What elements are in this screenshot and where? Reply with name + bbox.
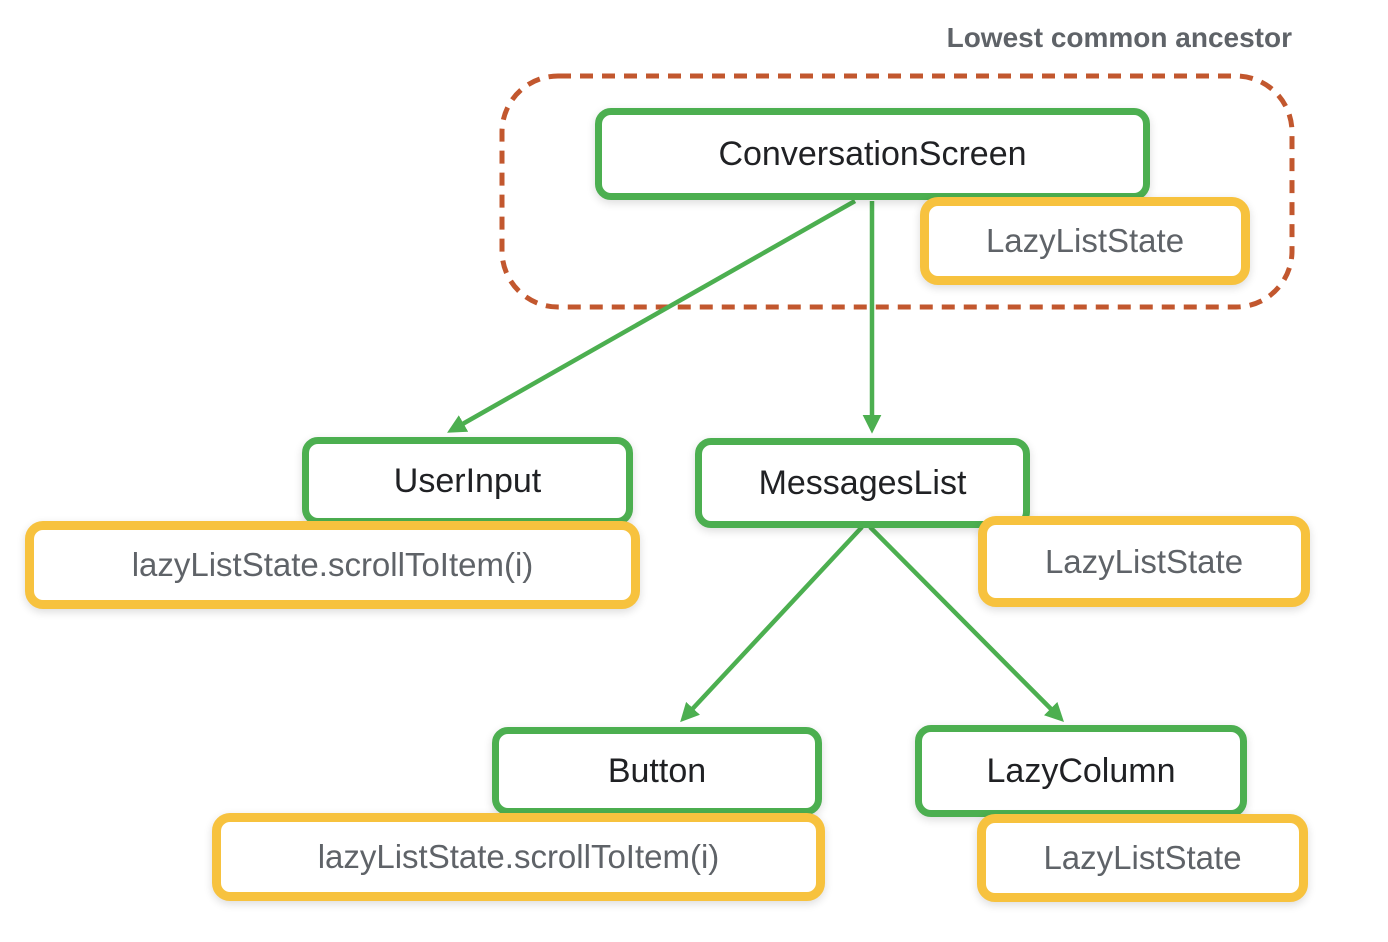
node-conversation-screen-label: ConversationScreen [718, 134, 1027, 173]
state-badge-button-label: lazyListState.scrollToItem(i) [317, 838, 720, 875]
edge-conversationscreen-to-userinput [447, 199, 857, 433]
state-badge-button: lazyListState.scrollToItem(i) [212, 813, 825, 901]
node-user-input: UserInput [302, 437, 633, 525]
state-badge-messages-list-label: LazyListState [1044, 542, 1244, 580]
node-user-input-label: UserInput [393, 461, 542, 500]
node-conversation-screen: ConversationScreen [595, 108, 1150, 200]
state-badge-conversation-screen: LazyListState [920, 197, 1250, 285]
node-lazy-column-label: LazyColumn [986, 751, 1176, 790]
edge-messageslist-to-lazycolumn [868, 525, 1064, 723]
state-badge-user-input-label: lazyListState.scrollToItem(i) [131, 546, 534, 583]
state-badge-lazy-column-label: LazyListState [1043, 839, 1242, 876]
node-button: Button [492, 727, 822, 815]
edge-messageslist-to-button [680, 525, 864, 723]
lowest-common-ancestor-label: Lowest common ancestor [946, 22, 1292, 53]
state-badge-conversation-screen-label: LazyListState [985, 222, 1185, 259]
node-lazy-column: LazyColumn [915, 725, 1247, 817]
node-button-label: Button [607, 751, 707, 790]
state-badge-user-input: lazyListState.scrollToItem(i) [25, 521, 640, 609]
node-messages-list: MessagesList [695, 438, 1030, 528]
node-messages-list-label: MessagesList [758, 463, 967, 502]
state-badge-lazy-column: LazyListState [977, 814, 1308, 902]
state-badge-messages-list: LazyListState [978, 516, 1310, 607]
lowest-common-ancestor-outline [499, 73, 1295, 310]
